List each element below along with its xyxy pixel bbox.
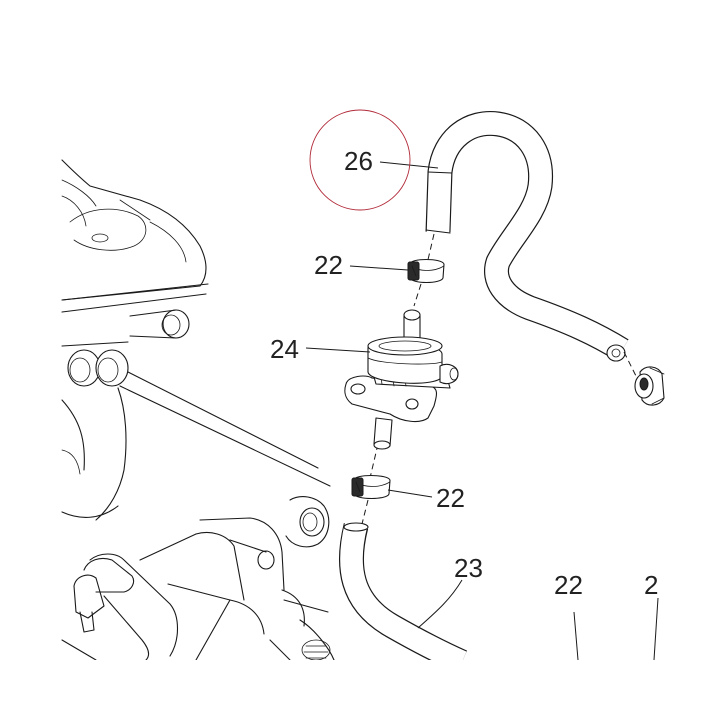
upper-clamp: [407, 258, 445, 284]
callout-22-upper-clamp: 22: [314, 250, 343, 280]
lower-clamp: [351, 474, 391, 500]
callout-22-right: 22: [554, 570, 583, 600]
engine-block-drawing: [61, 159, 335, 661]
callout-2-partial: 2: [644, 570, 658, 600]
check-valve: [344, 309, 459, 450]
callout-leaders: [305, 161, 659, 661]
callout-23: 23: [454, 553, 483, 583]
highlight-circle: [309, 109, 411, 211]
upper-hose: [425, 110, 629, 362]
callout-24: 24: [270, 334, 299, 364]
frame-mask: [0, 660, 720, 720]
lower-hose: [339, 522, 468, 674]
callout-26: 26: [344, 146, 373, 176]
hose-end-fitting: [634, 366, 665, 406]
callout-22-lower-clamp: 22: [436, 483, 465, 513]
